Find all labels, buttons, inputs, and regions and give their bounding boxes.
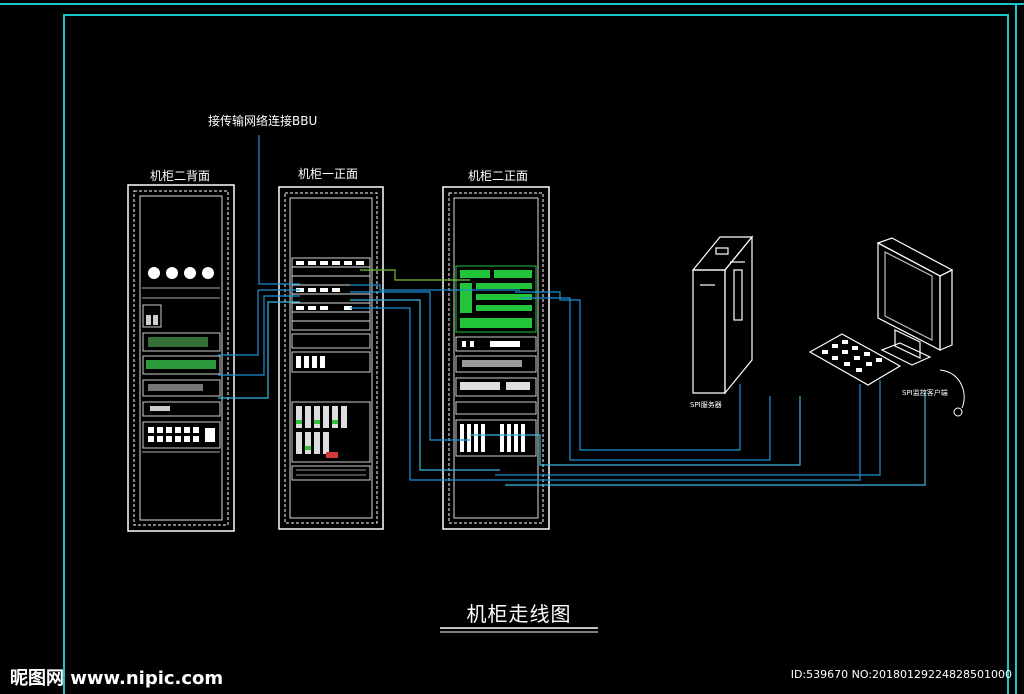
cables — [218, 135, 926, 486]
watermark-right: ID:539670 NO:20180129224828501000 — [790, 668, 1012, 681]
cabinet-1-front-label: 机柜一正面 — [298, 167, 359, 181]
keyboard-icon — [808, 333, 902, 386]
diagram-title: 机柜走线图 — [466, 602, 572, 626]
cabinet-back-label: 机柜二背面 — [150, 169, 211, 183]
server-label: SPI服务器 — [690, 401, 722, 409]
watermark-left: 昵图网 www.nipic.com — [10, 668, 224, 689]
cabinet-back — [127, 184, 235, 532]
tower-server-icon — [691, 235, 754, 395]
client-label: SPI监控客户端 — [902, 389, 948, 397]
cabinet-2-front-label: 机柜二正面 — [468, 169, 529, 183]
fan-row — [148, 267, 214, 279]
cabinet-2-front — [442, 186, 550, 530]
crt-monitor-icon — [876, 237, 954, 366]
mouse-icon — [939, 369, 965, 417]
drawing-frame — [63, 14, 1009, 694]
top-note-label: 接传输网络连接BBU — [208, 114, 318, 128]
